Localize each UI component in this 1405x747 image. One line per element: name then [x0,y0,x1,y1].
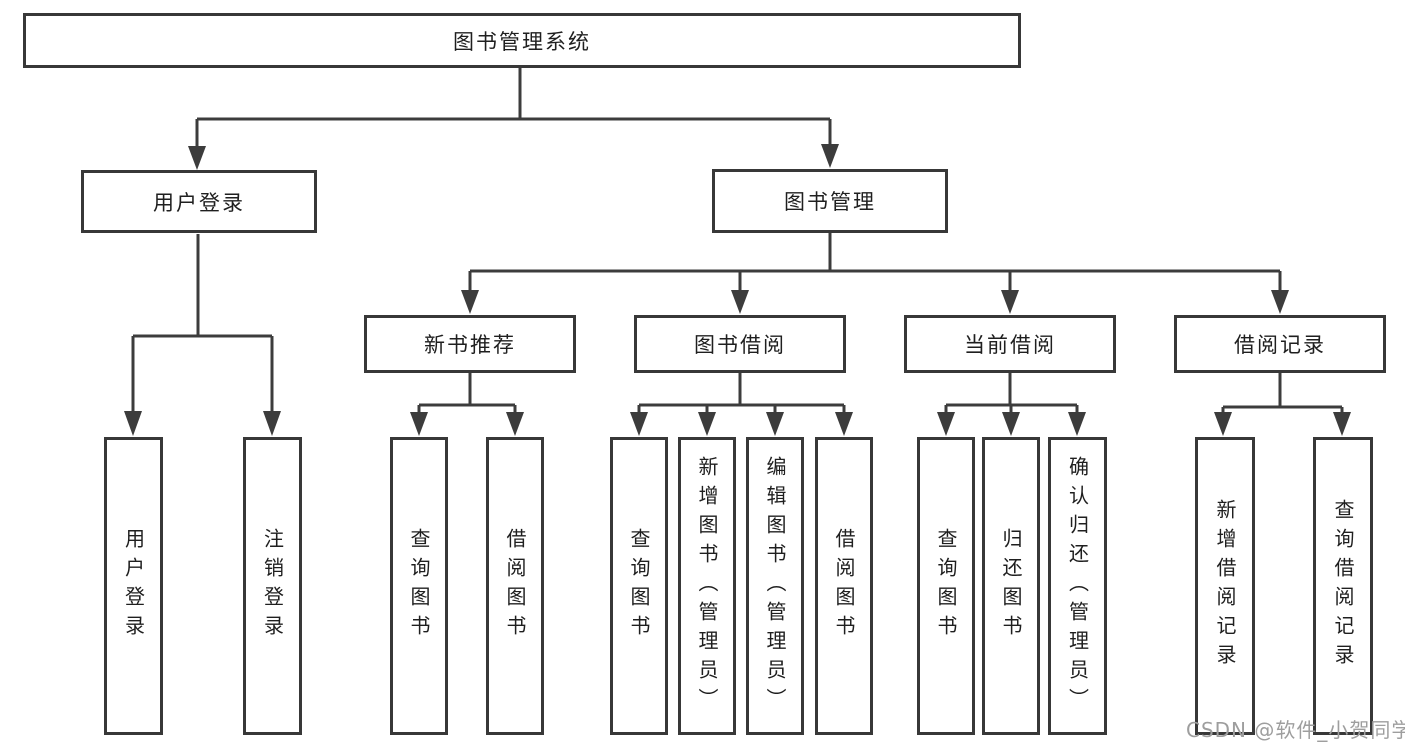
node-root-label: 图书管理系统 [453,29,591,54]
leaf-cb-return-books: 归还图书 [982,437,1040,735]
leaf-bb-query-books: 查询图书 [610,437,668,735]
node-current-borrowing: 当前借阅 [904,315,1116,373]
leaf-cb-confirm-return-admin: 确认归还（管理员） [1048,437,1107,735]
leaf-br-query-record: 查询借阅记录 [1313,437,1373,735]
leaf-br-add-record: 新增借阅记录 [1195,437,1255,735]
node-book-management: 图书管理 [712,169,948,233]
node-book-management-label: 图书管理 [784,190,876,214]
node-user-login: 用户登录 [81,170,317,233]
leaf-logout: 注销登录 [243,437,302,735]
watermark: CSDN @软件_小贺同学 [1186,718,1405,742]
leaf-bb-edit-books-admin: 编辑图书（管理员） [746,437,804,735]
leaf-nbr-query-books: 查询图书 [390,437,448,735]
node-root: 图书管理系统 [23,13,1021,68]
node-book-borrowing: 图书借阅 [634,315,846,373]
leaf-bb-borrow-books: 借阅图书 [815,437,873,735]
leaf-bb-add-books-admin: 新增图书（管理员） [678,437,736,735]
node-new-book-recommend: 新书推荐 [364,315,576,373]
leaf-nbr-borrow-books: 借阅图书 [486,437,544,735]
node-borrow-records: 借阅记录 [1174,315,1386,373]
leaf-user-login: 用户登录 [104,437,163,735]
leaf-cb-query-books: 查询图书 [917,437,975,735]
node-user-login-label: 用户登录 [153,190,245,215]
arrowheads [124,144,1351,436]
